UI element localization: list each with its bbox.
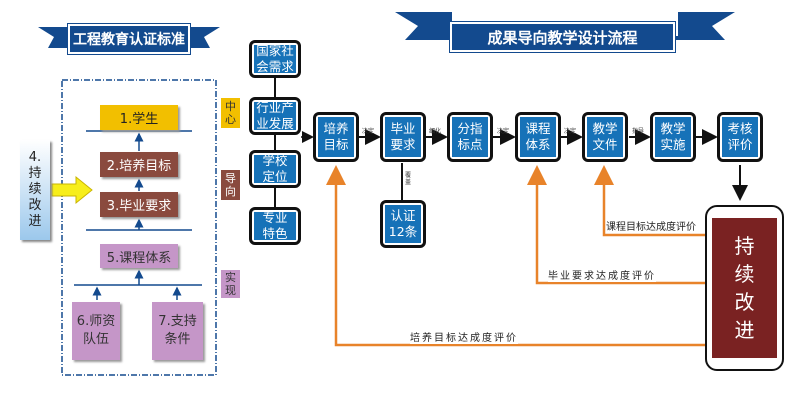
continuous-improvement-left: 4. 持 续 改 进: [20, 140, 50, 240]
input-major: 专业 特色: [249, 207, 301, 245]
flow-implementation: 教学 实施: [650, 112, 696, 162]
input-school: 学校 定位: [249, 150, 301, 188]
continuous-improvement-label: 持 续 改 进: [712, 218, 777, 358]
edge-label: 细化: [429, 128, 442, 135]
edge-label: 决定: [564, 128, 577, 135]
cert-12: 认证 12条: [380, 200, 426, 248]
left-title: 工程教育认证标准: [67, 23, 191, 55]
box-requirements: 3.毕业要求: [100, 192, 178, 217]
input-national-label: 国家社 会需求: [254, 43, 296, 74]
input-industry: 行业产 业发展: [249, 97, 301, 135]
right-title: 成果导向教学设计流程: [449, 21, 676, 53]
box-support: 7.支持 条件: [152, 302, 203, 360]
label-realization: 实 现: [221, 270, 240, 298]
box-objectives: 2.培养目标: [100, 152, 178, 177]
feedback-lines: [326, 165, 706, 347]
input-national: 国家社 会需求: [249, 40, 301, 78]
input-industry-label: 行业产 业发展: [254, 100, 296, 131]
label-center: 中 心: [221, 98, 240, 128]
edge-label: 指导: [632, 128, 645, 135]
flow-label: 培养 目标: [318, 117, 354, 157]
flow-label: 教学 实施: [655, 117, 691, 157]
edge-label: 决定: [497, 128, 510, 135]
flow-documents: 教学 文件: [582, 112, 628, 162]
flow-label: 毕业 要求: [385, 117, 421, 157]
box-student: 1.学生: [100, 105, 178, 130]
cert-label: 认证 12条: [385, 205, 421, 243]
continuous-improvement-right: 持 续 改 进: [705, 205, 784, 371]
feedback-label-requirements: 毕业要求达成度评价: [548, 267, 656, 282]
flow-label: 教学 文件: [587, 117, 623, 157]
flow-requirements: 毕业 要求: [380, 112, 426, 162]
ribbon-right: [658, 12, 735, 40]
standard-frame: [61, 79, 217, 376]
flow-objectives: 培养 目标: [313, 112, 359, 162]
flow-label: 分指 标点: [452, 117, 488, 157]
edge-label: 决定: [362, 128, 375, 135]
edge-label-cover: 覆盖: [405, 172, 412, 186]
feedback-label-course: 课程目标达成度评价: [606, 218, 696, 233]
input-school-label: 学校 定位: [254, 153, 296, 184]
ribbon-left: [395, 12, 472, 40]
flow-label: 考核 评价: [722, 117, 758, 157]
box-curriculum: 5.课程体系: [100, 244, 178, 268]
input-major-label: 专业 特色: [254, 210, 296, 241]
flow-indicators: 分指 标点: [447, 112, 493, 162]
box-faculty: 6.师资 队伍: [72, 302, 120, 360]
flow-assessment: 考核 评价: [717, 112, 763, 162]
yellow-arrow: [51, 175, 93, 205]
flow-curriculum: 课程 体系: [515, 112, 561, 162]
flow-label: 课程 体系: [520, 117, 556, 157]
label-orientation: 导 向: [221, 170, 240, 200]
feedback-label-objectives: 培养目标达成度评价: [410, 329, 518, 344]
flow-arrows: [359, 129, 748, 201]
